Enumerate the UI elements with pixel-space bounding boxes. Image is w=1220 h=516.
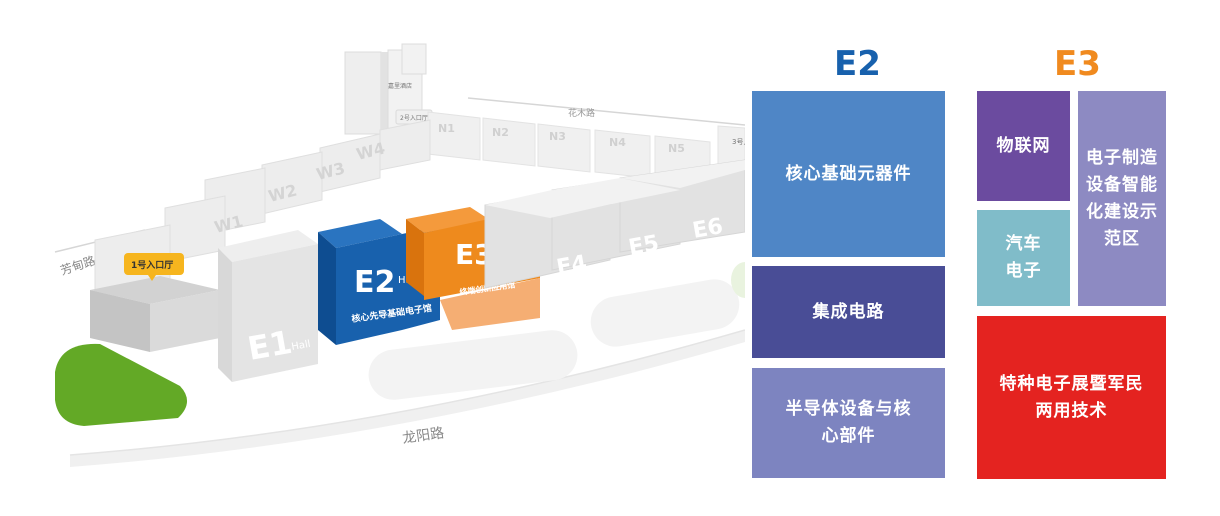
e3-panel-title: E3 [1054,44,1101,84]
zone-smart-manufacturing[interactable]: 电子制造 设备智能 化建设示 范区 [1078,91,1166,306]
label-entrance3: 3号入 [732,138,745,146]
plot-1 [368,330,578,400]
longyang-road [70,330,745,467]
hall-e1[interactable] [218,230,318,382]
e2-panel-title: E2 [834,44,881,84]
label-hall-e1-suffix: Hall [291,339,312,353]
label-hall-n4: N4 [609,136,626,149]
zone-integrated-circuits[interactable]: 集成电路 [752,266,945,358]
label-hotel: 嘉里酒店 [388,82,412,90]
entrance1-building [90,276,220,352]
label-hall-n2: N2 [492,126,509,139]
road-longyang: 龙阳路 [401,425,445,447]
label-entrance1: 1号入口厅 [131,260,173,271]
grass-patch [731,262,745,298]
label-hall-e5: E5 [627,231,661,261]
entrance1-tag [124,253,184,281]
zone-special-electronics[interactable]: 特种电子展暨军民 两用技术 [977,316,1166,479]
label-hall-n5: N5 [668,142,685,155]
label-hall-n1: N1 [438,122,455,135]
label-hall-n3: N3 [549,130,566,143]
zone-iot[interactable]: 物联网 [977,91,1070,201]
label-hall-e2: E2 [354,265,395,300]
venue-map: 花木路 芳甸路 龙阳路 嘉里酒店 2号入口厅 N1 N2 N3 N4 N5 3号… [54,43,745,467]
plot-2 [590,279,740,347]
label-entrance2: 2号入口厅 [400,115,428,122]
zone-semiconductor-equipment[interactable]: 半导体设备与核 心部件 [752,368,945,478]
road-fangdian: 芳甸路 [58,252,97,277]
label-hall-e6: E6 [691,214,725,244]
zone-core-components[interactable]: 核心基础元器件 [752,91,945,257]
green-lawn [55,343,188,426]
label-hall-e4: E4 [555,251,589,281]
hall-e2[interactable] [318,219,440,345]
zone-automotive-electronics[interactable]: 汽车 电子 [977,210,1070,306]
road-huamu: 花木路 [568,107,595,119]
label-hall-e1: E1 [245,323,295,368]
